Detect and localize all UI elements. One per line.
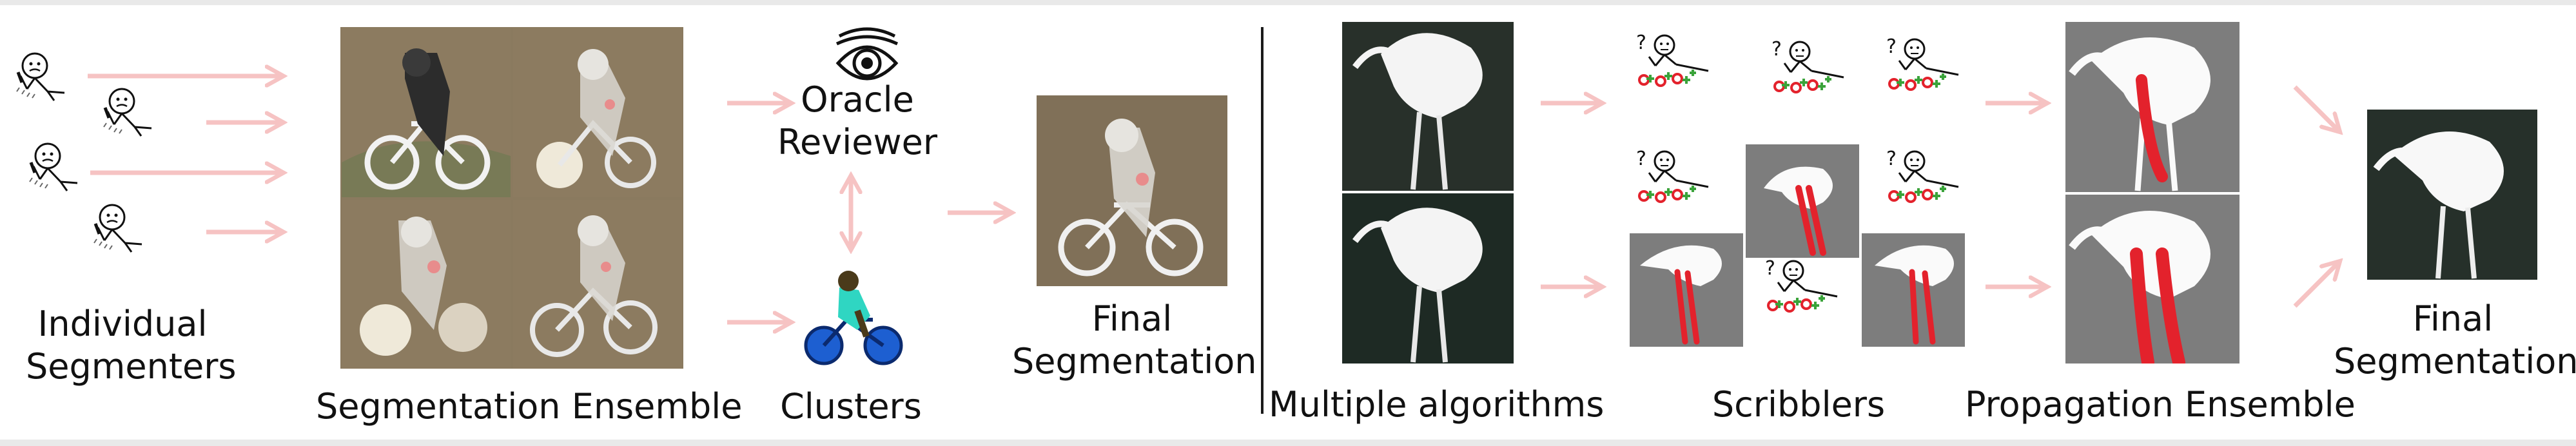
stick-figure-scribbler-icon bbox=[1635, 146, 1710, 203]
scribble-tile bbox=[1862, 233, 1965, 347]
right-final-segmentation-line1: Final bbox=[2412, 298, 2493, 339]
stick-figure-scribbler-icon bbox=[1635, 34, 1710, 87]
individual-segmenters-line1: Individual bbox=[37, 304, 208, 344]
ensemble-tile bbox=[513, 200, 682, 369]
multiple-algorithms-images bbox=[1342, 22, 1514, 364]
propagation-ensemble-label: Propagation Ensemble bbox=[1965, 384, 2356, 425]
propagation-output-image bbox=[2065, 195, 2239, 364]
ensemble-tile bbox=[342, 200, 511, 369]
panel-divider bbox=[1261, 27, 1264, 414]
algorithm-output-image bbox=[1342, 22, 1514, 191]
ensemble-tile bbox=[513, 28, 682, 197]
scribble-tile bbox=[1630, 233, 1743, 347]
eye-icon bbox=[835, 27, 899, 81]
right-final-segmentation-label: Final Segmentation bbox=[2334, 298, 2576, 383]
stick-figure-scribbler-icon bbox=[1764, 256, 1839, 313]
propagation-ensemble-images bbox=[2065, 22, 2239, 364]
oracle-reviewer-line1: Oracle bbox=[801, 79, 914, 120]
left-final-segmentation-image bbox=[1037, 95, 1227, 286]
stick-figure-scribbler-icon bbox=[1770, 37, 1845, 93]
multiple-algorithms-label: Multiple algorithms bbox=[1269, 384, 1605, 425]
algorithm-output-image bbox=[1342, 193, 1514, 364]
right-final-segmentation-image bbox=[2367, 110, 2537, 280]
left-final-segmentation-line1: Final bbox=[1091, 298, 1173, 339]
propagation-output-image bbox=[2065, 22, 2239, 192]
clusters-label: Clusters bbox=[780, 386, 922, 427]
oracle-reviewer-line2: Reviewer bbox=[777, 121, 938, 162]
right-final-segmentation-line2: Segmentation bbox=[2334, 340, 2576, 382]
stick-figure-scribbler-icon bbox=[1885, 146, 1960, 203]
segmentation-ensemble-label: Segmentation Ensemble bbox=[316, 386, 743, 427]
stick-figure-scribbler-icon bbox=[1885, 34, 1960, 91]
left-final-segmentation-line2: Segmentation bbox=[1012, 340, 1257, 382]
scribblers-grid bbox=[1630, 34, 1965, 347]
cyclist-icon bbox=[804, 271, 903, 365]
left-final-segmentation-label: Final Segmentation bbox=[1012, 298, 1257, 383]
scribble-tile bbox=[1746, 144, 1859, 258]
individual-segmenters-label: Individual Segmenters bbox=[26, 303, 237, 388]
individual-segmenters-line2: Segmenters bbox=[26, 345, 237, 387]
scribblers-label: Scribblers bbox=[1712, 384, 1886, 425]
ensemble-tile bbox=[342, 28, 511, 197]
segmentation-ensemble-grid bbox=[340, 27, 683, 369]
oracle-reviewer-label: Oracle Reviewer bbox=[767, 79, 948, 164]
